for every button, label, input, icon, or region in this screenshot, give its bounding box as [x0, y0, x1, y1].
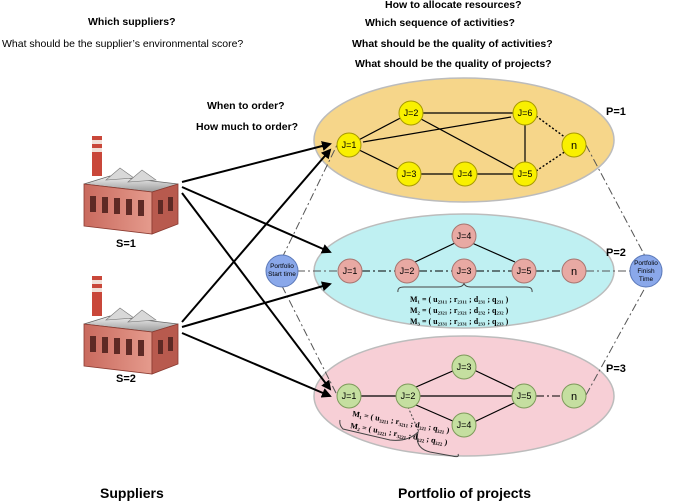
footer-suppliers: Suppliers — [100, 485, 164, 501]
p1-node-j1: J=1 — [336, 132, 362, 158]
svg-text:J=5: J=5 — [518, 169, 533, 179]
svg-text:n: n — [571, 140, 577, 152]
portfolio-connectors — [281, 144, 647, 396]
svg-text:J=1: J=1 — [343, 266, 358, 276]
p1-node-j3: J=3 — [396, 161, 422, 187]
p1-node-j6: J=6 — [512, 100, 538, 126]
svg-text:J=1: J=1 — [342, 140, 357, 150]
svg-text:J=1: J=1 — [342, 391, 357, 401]
project-3-label: P=3 — [606, 363, 626, 375]
project-2-nodes: J=1 J=2 J=3 J=4 J=5 n — [337, 223, 587, 284]
project-3-modes-brace — [339, 419, 459, 458]
supplier-1-label: S=1 — [116, 238, 136, 250]
svg-text:J=4: J=4 — [457, 231, 472, 241]
project-1-ellipse — [313, 77, 615, 203]
svg-text:J=5: J=5 — [517, 391, 532, 401]
portfolio-finish-label-1: Portfolio — [634, 260, 658, 267]
p1-node-j4: J=4 — [452, 161, 478, 187]
svg-text:n: n — [571, 391, 577, 403]
question-quality-activities: What should be the quality of activities… — [352, 38, 553, 50]
portfolio-finish-label-3: Time — [639, 276, 654, 283]
project-3-nodes: J=1 J=2 J=3 J=4 J=5 n — [336, 354, 587, 438]
question-which-suppliers: Which suppliers? — [88, 16, 176, 28]
p2-mode-1: M₁ = ( u₂₃₁₁ ; r₂₃₁₁ ; d₂₃₁ ; q₂₃₁ ) — [410, 295, 509, 304]
project-3-mode-pointer — [407, 406, 420, 433]
p3-node-j4: J=4 — [451, 412, 477, 438]
p3-node-j3: J=3 — [451, 354, 477, 380]
portfolio-start-node: Portfolio Start time — [265, 254, 299, 288]
p2-node-j3: J=3 — [451, 258, 477, 284]
portfolio-finish-label-2: Finish — [637, 268, 655, 275]
project-2-label: P=2 — [606, 247, 626, 259]
p2-mode-2: M₂ = ( u₂₃₂₁ ; r₂₃₂₁ ; d₂₃₂ ; q₂₃₂ ) — [410, 306, 509, 315]
question-allocate-resources: How to allocate resources? — [385, 0, 522, 11]
svg-text:J=2: J=2 — [400, 266, 415, 276]
question-environmental-score: What should be the supplier’s environmen… — [2, 38, 244, 50]
project-2-modes: M₁ = ( u₂₃₁₁ ; r₂₃₁₁ ; d₂₃₁ ; q₂₃₁ ) M₂ … — [410, 295, 509, 326]
p2-node-j1: J=1 — [337, 258, 363, 284]
p2-node-j4: J=4 — [451, 223, 477, 249]
question-how-much: How much to order? — [196, 121, 299, 133]
p1-node-n: n — [561, 132, 587, 158]
svg-text:J=6: J=6 — [518, 108, 533, 118]
project-1-label: P=1 — [606, 106, 626, 118]
p3-node-j1: J=1 — [336, 383, 362, 409]
p3-node-n: n — [561, 383, 587, 409]
p2-mode-3: M₃ = ( u₂₃₃₁ ; r₂₃₃₁ ; d₂₃₃ ; q₂₃₃ ) — [410, 317, 509, 326]
p2-node-j5: J=5 — [511, 258, 537, 284]
project-3-edges — [361, 369, 515, 423]
portfolio-start-label-2: Start time — [268, 271, 296, 278]
svg-text:J=3: J=3 — [402, 169, 417, 179]
supplier-arrows — [181, 141, 332, 398]
question-sequence: Which sequence of activities? — [365, 17, 515, 29]
question-quality-projects: What should be the quality of projects? — [355, 58, 552, 70]
svg-text:n: n — [571, 266, 577, 278]
project-2-solid-edges — [414, 242, 516, 263]
footer-portfolio: Portfolio of projects — [398, 485, 531, 501]
svg-text:J=2: J=2 — [404, 108, 419, 118]
portfolio-start-label-1: Portfolio — [270, 263, 294, 270]
svg-text:J=3: J=3 — [457, 266, 472, 276]
p2-node-n: n — [561, 258, 587, 284]
svg-text:J=2: J=2 — [401, 391, 416, 401]
svg-text:J=5: J=5 — [517, 266, 532, 276]
question-when-to-order: When to order? — [207, 100, 285, 112]
svg-text:J=3: J=3 — [457, 362, 472, 372]
p1-node-j2: J=2 — [398, 100, 424, 126]
portfolio-finish-node: Portfolio Finish Time — [629, 254, 663, 288]
svg-text:J=4: J=4 — [458, 169, 473, 179]
factory-icon-s1 — [83, 136, 179, 235]
supplier-2-label: S=2 — [116, 373, 136, 385]
p2-node-j2: J=2 — [394, 258, 420, 284]
p3-node-j2: J=2 — [395, 383, 421, 409]
p3-node-j5: J=5 — [511, 383, 537, 409]
project-1-nodes: J=1 J=2 J=3 J=4 J=5 J=6 n — [336, 100, 587, 187]
svg-text:J=4: J=4 — [457, 420, 472, 430]
factory-icon-s2 — [83, 276, 179, 375]
p1-node-j5: J=5 — [512, 161, 538, 187]
